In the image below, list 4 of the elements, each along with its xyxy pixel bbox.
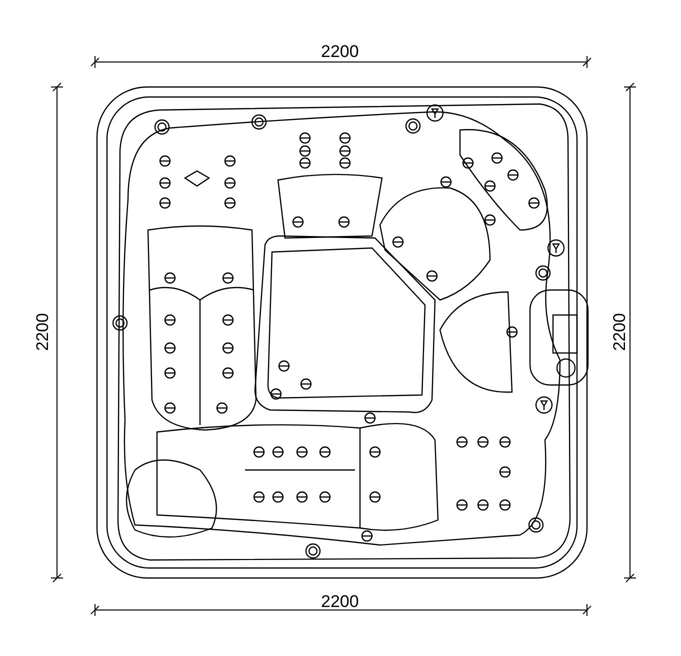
dimension-label: 2200	[321, 43, 359, 61]
dimension-label: 2200	[34, 313, 52, 351]
dimension-label: 2200	[610, 313, 629, 351]
dimension-label: 2200	[321, 593, 359, 611]
